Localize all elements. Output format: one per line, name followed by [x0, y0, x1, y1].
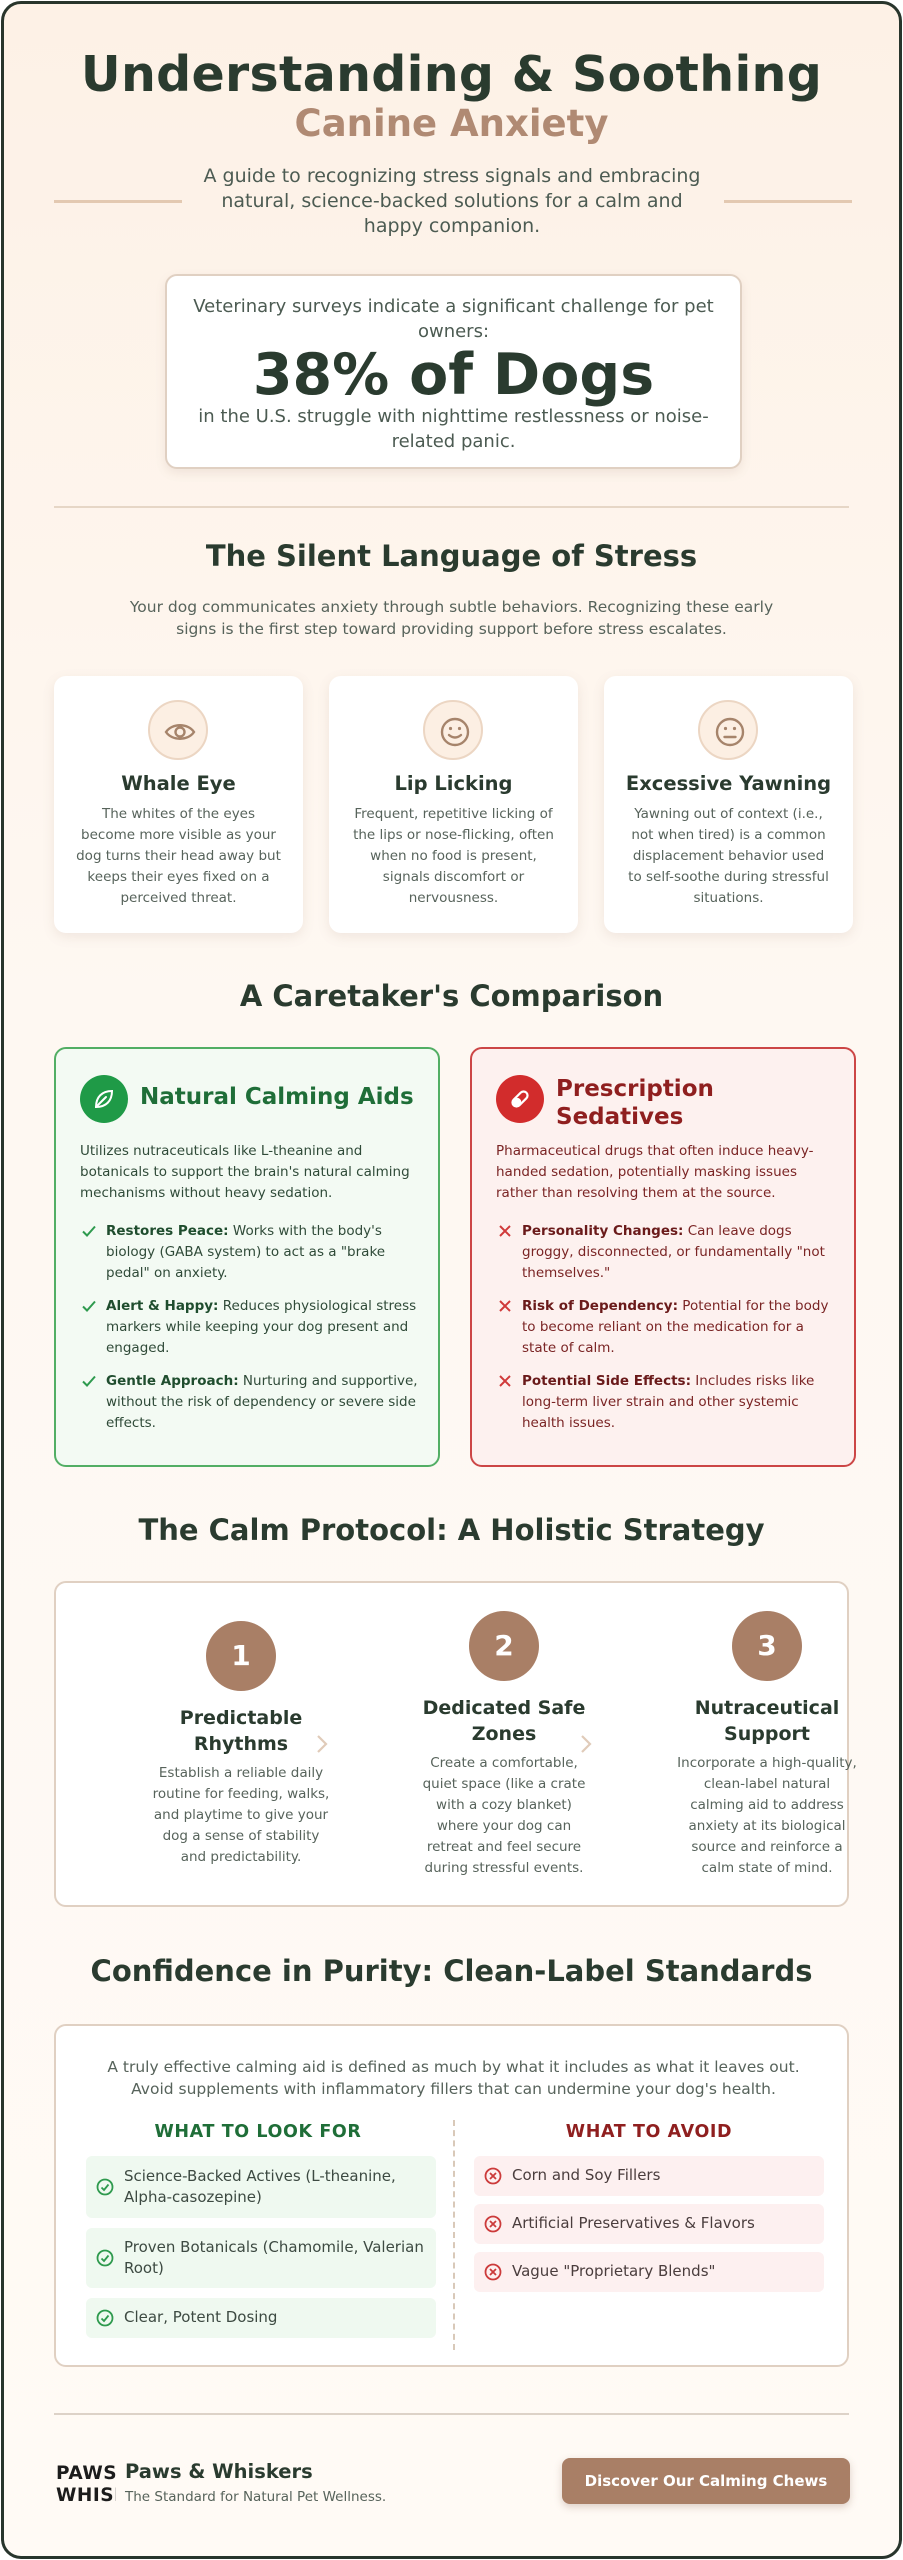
clean-label-desc: A truly effective calming aid is defined…: [107, 2058, 800, 2098]
logo-line-2: WHISKERS: [56, 2485, 116, 2506]
item-bold: Personality Changes:: [522, 1223, 684, 1239]
item-text: Works with the body's biology (GABA syst…: [106, 1223, 386, 1281]
comparison-heading: A Caretaker's Comparison: [239, 979, 664, 1013]
look-for-item: Proven Botanicals (Chamomile, Valerian R…: [86, 2228, 436, 2288]
stat-intro: Veterinary surveys indicate a significan…: [193, 296, 714, 342]
item-bold: Potential Side Effects:: [522, 1373, 691, 1389]
stress-card-title: Lip Licking: [394, 772, 513, 795]
check-icon: [82, 1375, 96, 1387]
chevron-right-icon: [317, 1735, 328, 1753]
check-icon: [82, 1300, 96, 1312]
prescription-desc: Pharmaceutical drugs that often induce h…: [496, 1143, 814, 1201]
stress-intro: Your dog communicates anxiety through su…: [129, 598, 774, 638]
column-divider: [453, 2120, 455, 2350]
footer-divider: [54, 2413, 849, 2415]
protocol-heading: The Calm Protocol: A Holistic Strategy: [138, 1513, 765, 1547]
page-title: Understanding & Soothing: [80, 46, 823, 103]
avoid-heading: WHAT TO AVOID: [565, 2122, 733, 2142]
stress-card-desc: Yawning out of context (i.e., not when t…: [628, 806, 829, 906]
step-number: 3: [732, 1611, 802, 1681]
hero-divider-right: [724, 200, 852, 203]
stress-card-desc: The whites of the eyes become more visib…: [76, 806, 281, 906]
check-circle-icon: [96, 2309, 114, 2327]
prescription-title: Prescription Sedatives: [556, 1076, 714, 1130]
step-desc: Establish a reliable daily routine for f…: [152, 1765, 330, 1865]
brand-logo: PAWS WHISKERS: [56, 2463, 116, 2507]
x-circle-icon: [484, 2263, 502, 2281]
look-for-heading: WHAT TO LOOK FOR: [154, 2122, 362, 2142]
stress-heading: The Silent Language of Stress: [205, 539, 698, 573]
avoid-text: Vague "Proprietary Blends": [512, 2262, 716, 2280]
look-for-text: Clear, Potent Dosing: [124, 2308, 278, 2326]
check-circle-icon: [96, 2178, 114, 2196]
clean-label-card: A truly effective calming aid is defined…: [54, 2024, 849, 2367]
stat-caption: in the U.S. struggle with nighttime rest…: [198, 406, 709, 452]
stress-card-title: Whale Eye: [121, 772, 236, 795]
pill-icon: [496, 1075, 544, 1123]
neutral-face-icon: [698, 700, 758, 760]
step-number: 2: [469, 1611, 539, 1681]
x-icon: [499, 1375, 511, 1387]
item-bold: Gentle Approach:: [106, 1373, 239, 1389]
stress-card-whale-eye: Whale Eye The whites of the eyes become …: [54, 676, 303, 933]
step-desc: Create a comfortable, quiet space (like …: [422, 1755, 586, 1876]
item-text: Potential for the body to become reliant…: [522, 1298, 829, 1356]
protocol-card: 1 Predictable Rhythms Establish a reliab…: [54, 1581, 857, 1907]
look-for-item: Clear, Potent Dosing: [86, 2298, 436, 2338]
item-bold: Restores Peace:: [106, 1223, 229, 1239]
x-icon: [499, 1225, 511, 1237]
check-circle-icon: [96, 2249, 114, 2267]
stat-value: 38% of Dogs: [252, 342, 655, 408]
stress-card-title: Excessive Yawning: [625, 772, 832, 795]
avoid-item: Artificial Preservatives & Flavors: [474, 2204, 824, 2244]
x-icon: [499, 1300, 511, 1312]
item-text: Nurturing and supportive, without the ri…: [106, 1373, 418, 1431]
natural-aids-title: Natural Calming Aids: [140, 1084, 414, 1110]
hero-divider-left: [54, 200, 182, 203]
section-divider: [54, 506, 849, 508]
natural-aids-card: Natural Calming Aids Utilizes nutraceuti…: [54, 1047, 440, 1467]
avoid-text: Artificial Preservatives & Flavors: [512, 2214, 755, 2232]
avoid-item: Corn and Soy Fillers: [474, 2156, 824, 2196]
step-number: 1: [206, 1621, 276, 1691]
logo-line-1: PAWS: [56, 2463, 116, 2484]
step-title: Dedicated Safe Zones: [422, 1697, 586, 1745]
clean-label-heading: Confidence in Purity: Clean-Label Standa…: [90, 1954, 813, 1988]
look-for-text: Science-Backed Actives (L-theanine, Alph…: [124, 2167, 396, 2206]
x-circle-icon: [484, 2167, 502, 2185]
stat-card: Veterinary surveys indicate a significan…: [165, 274, 742, 469]
prescription-card: Prescription Sedatives Pharmaceutical dr…: [470, 1047, 856, 1467]
step-title: Predictable Rhythms: [179, 1707, 303, 1755]
brand-name: Paws & Whiskers: [125, 2460, 313, 2483]
page-subtitle: Canine Anxiety: [294, 102, 609, 145]
step-desc: Incorporate a high-quality, clean-label …: [677, 1755, 857, 1876]
chevron-right-icon: [581, 1735, 592, 1753]
smile-face-icon: [423, 700, 483, 760]
brand-tagline: The Standard for Natural Pet Wellness.: [125, 2489, 387, 2505]
item-text: Can leave dogs groggy, disconnected, or …: [522, 1223, 825, 1281]
x-circle-icon: [484, 2215, 502, 2233]
stress-card-excessive-yawning: Excessive Yawning Yawning out of context…: [604, 676, 853, 933]
item-bold: Alert & Happy:: [106, 1298, 219, 1314]
avoid-item: Vague "Proprietary Blends": [474, 2252, 824, 2292]
item-bold: Risk of Dependency:: [522, 1298, 679, 1314]
discover-calming-chews-button[interactable]: Discover Our Calming Chews: [562, 2458, 850, 2504]
look-for-text: Proven Botanicals (Chamomile, Valerian R…: [124, 2238, 424, 2277]
natural-aids-desc: Utilizes nutraceuticals like L-theanine …: [80, 1143, 410, 1201]
stress-card-lip-licking: Lip Licking Frequent, repetitive licking…: [329, 676, 578, 933]
step-title: Nutraceutical Support: [694, 1697, 840, 1745]
avoid-text: Corn and Soy Fillers: [512, 2166, 661, 2184]
item-text: Reduces physiological stress markers whi…: [106, 1298, 417, 1356]
eye-icon: [148, 700, 208, 760]
item-text: Includes risks like long-term liver stra…: [522, 1373, 815, 1431]
stress-card-desc: Frequent, repetitive licking of the lips…: [353, 806, 554, 906]
hero-description: A guide to recognizing stress signals an…: [203, 165, 701, 237]
leaf-icon: [80, 1075, 128, 1123]
look-for-item: Science-Backed Actives (L-theanine, Alph…: [86, 2156, 436, 2218]
check-icon: [82, 1225, 96, 1237]
